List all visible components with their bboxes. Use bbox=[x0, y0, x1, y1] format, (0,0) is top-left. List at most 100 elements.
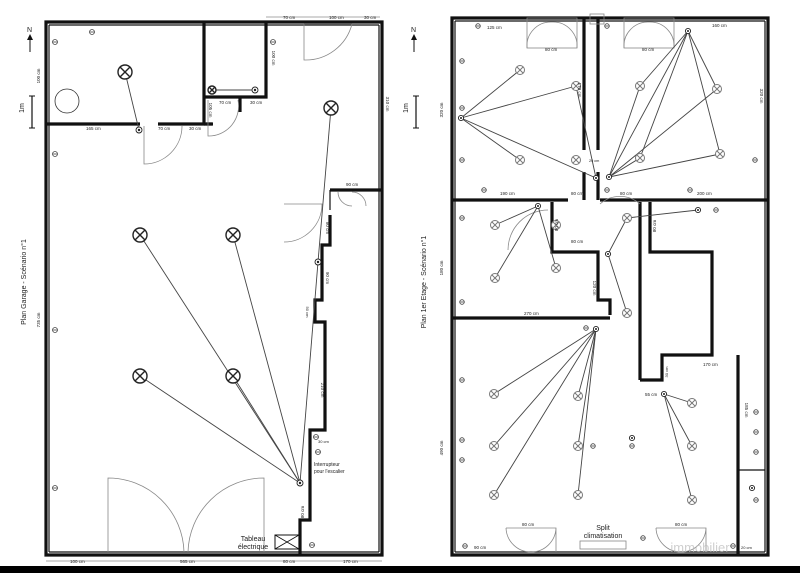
outlet-icon bbox=[89, 29, 95, 35]
dim-label: 180 cm bbox=[439, 260, 444, 275]
garage-plan: N 1m Plan Garage - Scénario n°1 bbox=[19, 15, 390, 564]
dim-label: 190 cm bbox=[500, 191, 515, 196]
garage-scale-label: 1m bbox=[19, 103, 26, 113]
ceiling-light-icon bbox=[571, 155, 581, 165]
outlet-icon bbox=[462, 543, 468, 549]
outlet-icon bbox=[604, 187, 610, 193]
light-switch-icon bbox=[605, 173, 613, 181]
outlet-icon bbox=[753, 497, 759, 503]
ceiling-light-icon bbox=[635, 81, 645, 91]
ceiling-light-icon bbox=[687, 398, 697, 408]
ceiling-light-icon bbox=[571, 81, 581, 91]
dim-label: 565 cm bbox=[180, 559, 195, 564]
outlet-icon bbox=[459, 299, 465, 305]
dim-label: 80 cm bbox=[283, 559, 296, 564]
outlet-icon bbox=[629, 443, 635, 449]
outlet-icon bbox=[52, 151, 58, 157]
floor-scale-bar: 1m bbox=[403, 95, 419, 129]
dim-label: 80 cm bbox=[522, 522, 535, 527]
watermark-text: immobilier bbox=[670, 540, 730, 555]
dim-label: 90 cm bbox=[474, 545, 487, 550]
floor-wiring bbox=[460, 30, 721, 501]
ceiling-light-icon bbox=[490, 220, 500, 230]
garage-outlets bbox=[52, 29, 321, 548]
dim-label: 120 cm bbox=[592, 281, 597, 296]
dim-label: 170 cm bbox=[343, 559, 358, 564]
garage-north-arrow: N bbox=[27, 27, 33, 52]
outlet-icon bbox=[459, 437, 465, 443]
ceiling-light-icon bbox=[489, 389, 499, 399]
ceiling-light-icon bbox=[573, 441, 583, 451]
outlet-icon bbox=[604, 23, 610, 29]
ceiling-light-icon bbox=[515, 155, 525, 165]
dim-label: 80 cm bbox=[652, 220, 657, 233]
dim-label: 80 cm bbox=[620, 191, 633, 196]
dim-label: 100 cm bbox=[329, 15, 344, 20]
water-heater-symbol bbox=[54, 88, 80, 114]
light-switch-icon bbox=[592, 174, 600, 182]
light-switch-icon bbox=[135, 126, 143, 134]
light-switch-icon bbox=[457, 114, 465, 122]
dim-label: 70 cm bbox=[219, 100, 232, 105]
light-switch-icon bbox=[251, 86, 259, 94]
floor-ceiling-lights bbox=[489, 65, 725, 505]
floor-dimensions: 125 cm 80 cm 80 cm 160 cm 320 cm 170 cm … bbox=[439, 23, 764, 550]
garage-switches bbox=[135, 86, 322, 487]
light-switch-icon bbox=[684, 27, 692, 35]
light-switch-icon bbox=[592, 325, 600, 333]
outlet-icon bbox=[459, 215, 465, 221]
outlet-icon bbox=[753, 409, 759, 415]
outlet-icon bbox=[52, 485, 58, 491]
garage-dimensions: 70 cm 100 cm 30 cm 100 cm 165 cm 70 cm 3… bbox=[36, 15, 390, 564]
ceiling-light-icon bbox=[551, 263, 561, 273]
outlet-icon bbox=[270, 39, 276, 45]
outlet-icon bbox=[583, 325, 589, 331]
outlet-icon bbox=[713, 207, 719, 213]
dim-label: 55 cm bbox=[645, 392, 658, 397]
ceiling-light-icon bbox=[622, 308, 632, 318]
light-switch-icon bbox=[604, 250, 612, 258]
dim-label: 320 cm bbox=[439, 102, 444, 117]
outlet-icon bbox=[481, 187, 487, 193]
ceiling-light-icon bbox=[635, 153, 645, 163]
dim-label: 160 cm bbox=[712, 23, 727, 28]
dim-label: 270 cm bbox=[524, 311, 539, 316]
electrical-panel-label: Tableau bbox=[241, 536, 266, 543]
floor-scale-label: 1m bbox=[403, 103, 410, 113]
dim-label: 80 cm bbox=[300, 506, 305, 519]
dim-label: 80 cm bbox=[554, 219, 559, 232]
outlet-icon bbox=[590, 443, 596, 449]
dim-label: 30 cm bbox=[364, 15, 377, 20]
dim-label: 80 cm bbox=[545, 47, 558, 52]
dim-label: 100 cm bbox=[271, 51, 276, 66]
dim-label: 20 cm bbox=[741, 545, 753, 550]
light-switch-icon bbox=[534, 202, 542, 210]
dim-label: 490 cm bbox=[439, 440, 444, 455]
ceiling-light-icon bbox=[490, 273, 500, 283]
ceiling-light-icon bbox=[687, 495, 697, 505]
garage-north-label: N bbox=[27, 27, 32, 34]
dim-label: 70 cm bbox=[283, 15, 296, 20]
outlet-icon bbox=[52, 39, 58, 45]
floor-north-arrow: N bbox=[411, 27, 417, 52]
floor-outlets bbox=[459, 23, 759, 549]
dim-label: 30 cm bbox=[318, 439, 330, 444]
ceiling-light-icon bbox=[225, 368, 241, 384]
electrical-panel-label: électrique bbox=[238, 544, 268, 551]
ceiling-light-icon bbox=[323, 100, 339, 116]
ceiling-light-icon bbox=[132, 227, 148, 243]
dim-label: 90 cm bbox=[346, 182, 359, 187]
dim-label: 20 cm bbox=[589, 159, 599, 163]
outlet-icon bbox=[313, 434, 319, 440]
floor-switches bbox=[457, 27, 756, 492]
ceiling-light-icon bbox=[715, 149, 725, 159]
stair-switch-label: Interrupteur bbox=[314, 462, 340, 468]
ceiling-light-icon bbox=[622, 213, 632, 223]
split-ac-label: climatisation bbox=[584, 533, 623, 540]
garage-ceiling-lights bbox=[117, 64, 339, 384]
outlet-icon bbox=[309, 542, 315, 548]
dim-label: 80 cm bbox=[571, 191, 584, 196]
light-switch-icon bbox=[748, 484, 756, 492]
ceiling-light-icon bbox=[573, 391, 583, 401]
